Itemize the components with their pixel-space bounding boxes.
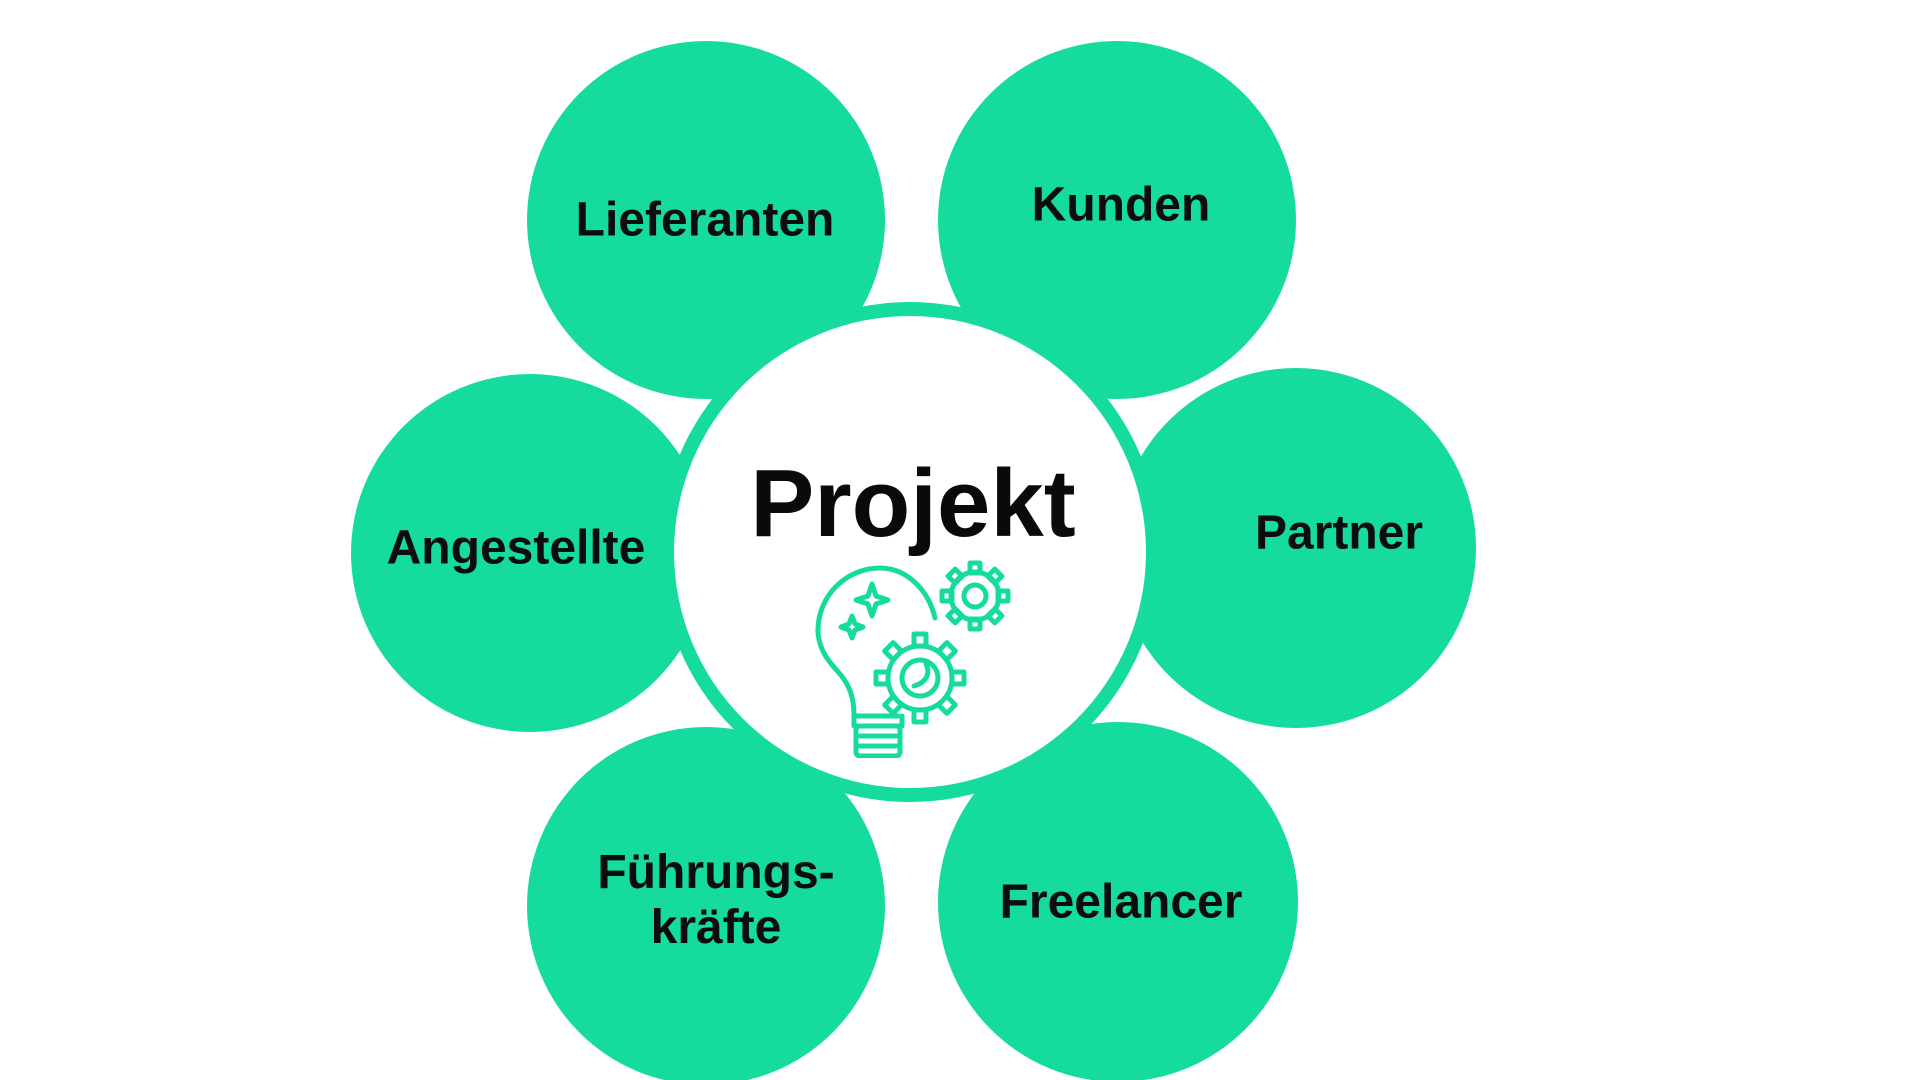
- label-lieferanten: Lieferanten: [575, 193, 835, 247]
- label-freelancer: Freelancer: [999, 875, 1243, 929]
- center-title: Projekt: [750, 450, 1076, 557]
- label-angestellte: Angestellte: [386, 521, 646, 575]
- label-partner: Partner: [1254, 506, 1424, 560]
- lightbulb-gears-icon: [815, 560, 1011, 758]
- circle-angestellte: [351, 374, 709, 732]
- circle-partner: [1116, 368, 1476, 728]
- label-fuehrungskraefte: Führungs- kräfte: [597, 845, 835, 954]
- label-kunden: Kunden: [1031, 178, 1211, 232]
